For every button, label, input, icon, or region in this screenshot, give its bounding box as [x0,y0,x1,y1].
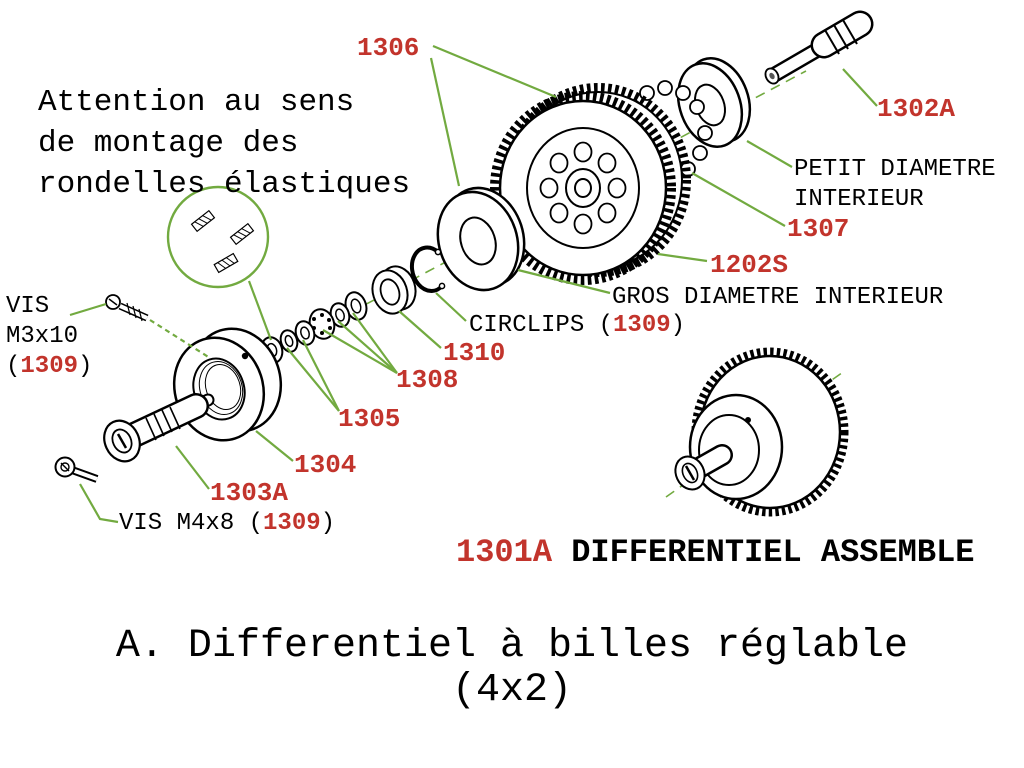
screw-m4x8-drawing [54,456,99,483]
circlips-close: ) [670,312,686,339]
diagram-title-line2: (4x2) [451,668,573,713]
leader-lines [69,44,878,524]
vis-m3x10-line1: VIS [6,293,50,320]
vis-m4x8-part-number: 1309 [263,510,321,537]
screw-m3x10-drawing [105,294,149,322]
vis-m3x10-open-paren: ( [6,353,21,380]
vis-m3x10-close-paren: ) [78,353,93,380]
part-label-1202S: 1202S [710,250,789,280]
part-label-1304: 1304 [294,450,357,480]
attention-note-line1: Attention au sens [38,85,355,120]
large-washer-drawing [436,186,526,292]
attention-note: Attention au sens de montage des rondell… [38,82,410,205]
gros-diametre-label: GROS DIAMETRE INTERIEUR [612,284,944,311]
attention-circle [166,185,270,289]
assembled-text: DIFFERENTIEL ASSEMBLE [571,534,975,571]
small-washer-drawing [676,57,752,148]
petit-diametre-label: PETIT DIAMETRE INTERIEUR [794,155,996,215]
part-label-1308: 1308 [396,365,459,395]
attention-note-line3: rondelles élastiques [38,167,411,202]
vis-m4x8-text: VIS M4x8 ( [119,510,264,537]
outdrive-shaft-right-drawing [764,10,874,85]
vis-m4x8-close: ) [320,510,336,537]
vis-m4x8-label: VIS M4x8 (1309) [119,510,335,537]
vis-m3x10-line3: (1309) [6,352,92,382]
diagram-title-line1: A. Differentiel à billes réglable [115,624,909,669]
spring-washers-drawing [190,209,255,274]
vis-m3x10-part-number: 1309 [20,353,79,380]
petit-diametre-line2: INTERIEUR [794,186,924,213]
assembled-differential-label: 1301A DIFFERENTIEL ASSEMBLE [456,534,974,571]
vis-m3x10-label: VIS M3x10 (1309) [6,292,92,382]
circlips-part-number: 1309 [613,312,671,339]
assembled-differential-drawing [674,347,849,517]
part-label-1310: 1310 [443,338,506,368]
vis-m3x10-line2: M3x10 [6,323,79,350]
bearing-drawing [371,265,417,315]
part-label-1303A: 1303A [210,478,289,508]
circlips-text: CIRCLIPS ( [469,312,614,339]
part-label-1307: 1307 [787,214,850,244]
assembled-part-number: 1301A [456,534,553,571]
part-label-1305: 1305 [338,404,401,434]
part-label-1306: 1306 [357,33,420,63]
washer-stack-drawing [260,291,368,364]
part-label-1302A: 1302A [877,94,956,124]
spur-gear-drawing [490,83,691,285]
circlips-label: CIRCLIPS (1309) [469,312,685,339]
petit-diametre-line1: PETIT DIAMETRE [794,156,996,183]
circlip-drawing [409,245,446,293]
attention-note-line2: de montage des [38,126,299,161]
outdrive-shaft-left-drawing [103,393,215,463]
